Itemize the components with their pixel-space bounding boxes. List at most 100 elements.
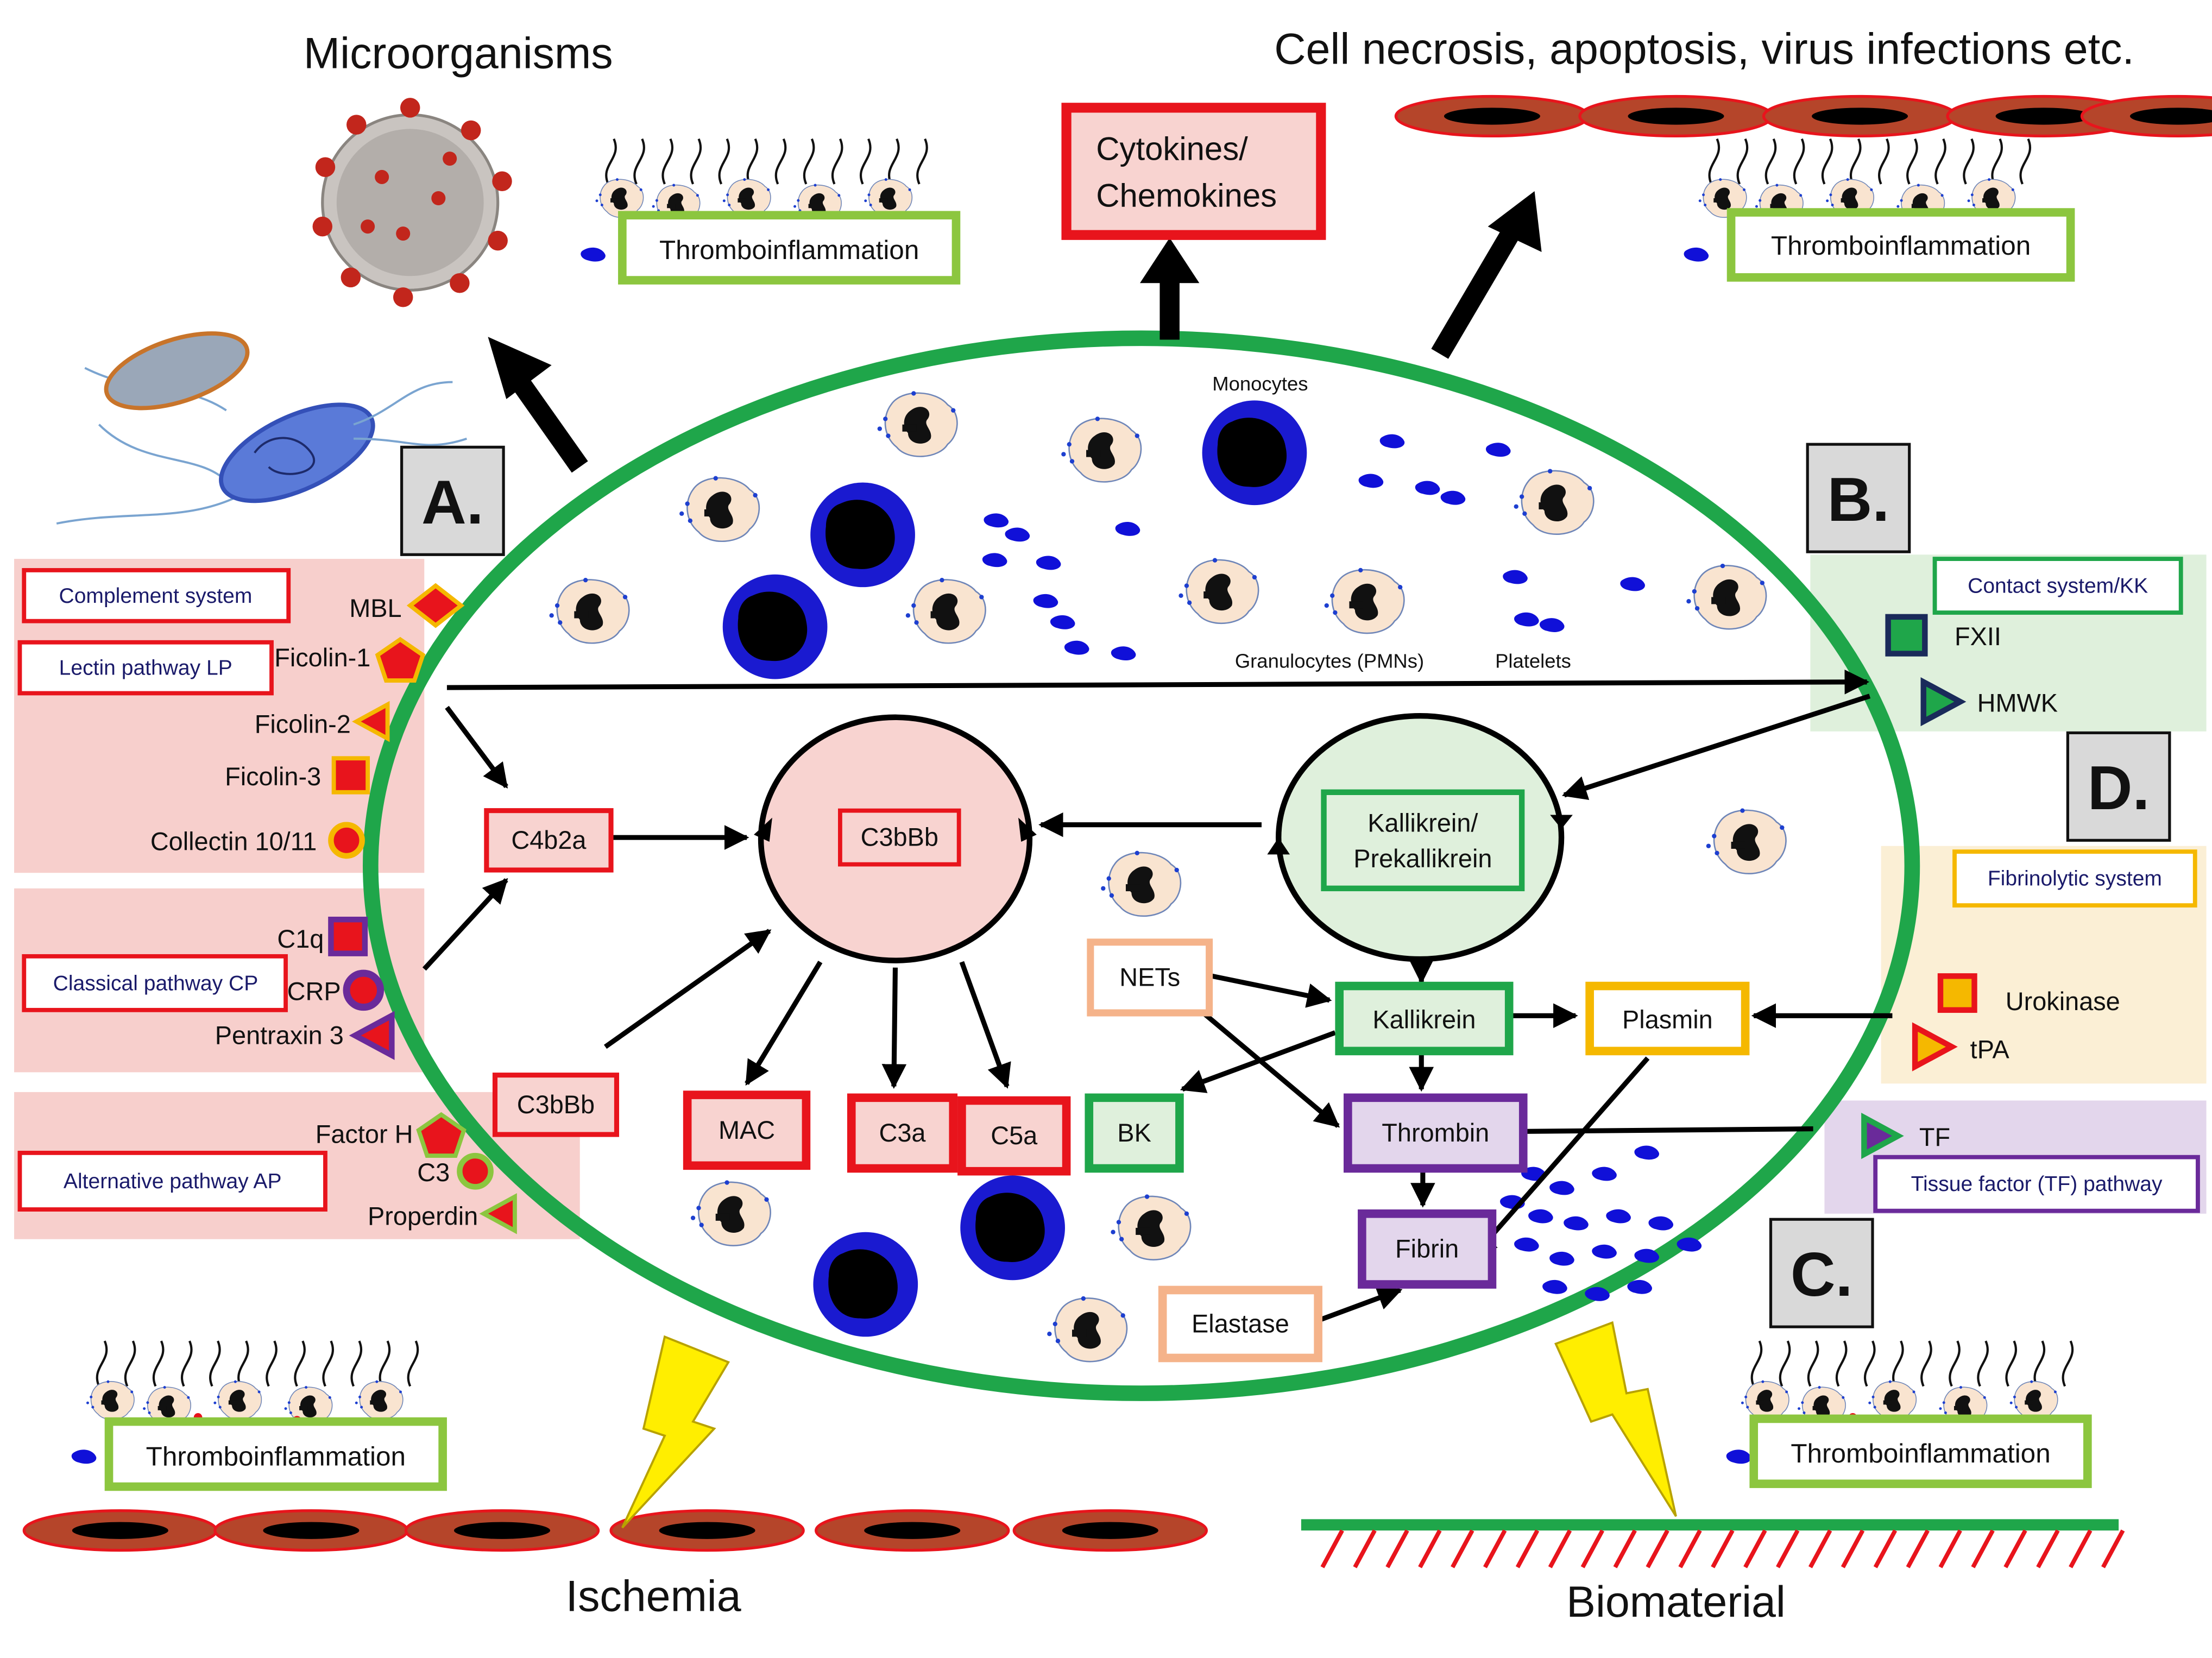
svg-text:Thrombin: Thrombin	[1382, 1119, 1489, 1147]
svg-text:Thromboinflammation: Thromboinflammation	[1791, 1439, 2050, 1468]
panel-letter-c: C.	[1769, 1218, 1874, 1328]
arrow-to-microorganisms	[503, 365, 588, 473]
svg-text:Thromboinflammation: Thromboinflammation	[1771, 231, 2031, 261]
lectin-item-mbl: MBL	[349, 594, 401, 622]
square-icon	[331, 756, 370, 795]
cell-population	[549, 390, 1787, 1363]
classical-item-pentraxin: Pentraxin 3	[215, 1021, 344, 1049]
svg-text:Thromboinflammation: Thromboinflammation	[146, 1441, 406, 1471]
node-c3a: C3a	[847, 1093, 958, 1173]
thromboinflammation-box: Thromboinflammation	[618, 211, 961, 285]
node-c3bbb-center: C3bBb	[838, 808, 961, 867]
svg-text:MAC: MAC	[719, 1116, 775, 1144]
virus-image	[312, 98, 512, 307]
node-c5a: C5a	[957, 1096, 1071, 1176]
lectin-pathway-title: Lectin pathway LP	[17, 640, 274, 696]
circle-arrowhead-icon	[1550, 815, 1573, 829]
circle-icon	[328, 822, 365, 859]
svg-text:Thromboinflammation: Thromboinflammation	[659, 235, 919, 265]
lightning-bolt-icon	[1554, 1321, 1677, 1517]
svg-text:Fibrinolytic system: Fibrinolytic system	[1988, 867, 2162, 891]
thromboinflammation-box: Thromboinflammation	[1749, 1414, 2092, 1489]
square-icon	[328, 916, 368, 956]
circle-arrowhead-icon	[1267, 837, 1290, 855]
thromboinflammation-box: Thromboinflammation	[104, 1417, 447, 1491]
cytokines-box: Cytokines/ Chemokines	[1061, 103, 1326, 240]
tissue-factor-title: Tissue factor (TF) pathway	[1873, 1155, 2200, 1213]
alternative-item-factor-h: Factor H	[316, 1120, 413, 1149]
svg-text:Contact system/KK: Contact system/KK	[1968, 575, 2148, 598]
thromboinflammation-box: Thromboinflammation	[1726, 208, 2075, 282]
triangle-icon	[352, 701, 390, 742]
pentagon-icon	[416, 1112, 467, 1158]
svg-text:C4b2a: C4b2a	[511, 826, 587, 854]
svg-text:Elastase: Elastase	[1192, 1310, 1289, 1338]
heading-ischemia: Ischemia	[566, 1572, 741, 1621]
panel-letter-b: B.	[1806, 443, 1911, 553]
svg-text:C3bBb: C3bBb	[861, 823, 938, 852]
blood-compartment-ellipse	[362, 330, 1920, 1401]
node-mac: MAC	[683, 1090, 811, 1170]
heading-biomaterial: Biomaterial	[1566, 1578, 1786, 1627]
node-c3bbb-lower: C3bBb	[492, 1073, 619, 1137]
label-granulocytes: Granulocytes (PMNs)	[1235, 650, 1424, 672]
fibrinolytic-item-urokinase: Urokinase	[2006, 987, 2120, 1016]
node-plasmin: Plasmin	[1585, 981, 1750, 1056]
biomaterial-surface	[1301, 1519, 2125, 1568]
classical-pathway-title: Classical pathway CP	[22, 954, 288, 1012]
tissue-factor-item-tf: TF	[1919, 1123, 1950, 1151]
svg-text:D.: D.	[2088, 753, 2150, 823]
circle-arrowhead-icon	[754, 817, 772, 842]
lightning-bolt-icon	[621, 1335, 730, 1529]
bacteria-image	[56, 331, 468, 525]
heading-cell-death: Cell necrosis, apoptosis, virus infectio…	[1274, 25, 2134, 74]
svg-text:Cytokines/: Cytokines/	[1096, 131, 1248, 167]
svg-text:Plasmin: Plasmin	[1622, 1006, 1713, 1034]
svg-text:C3a: C3a	[879, 1119, 927, 1147]
node-bk: BK	[1085, 1093, 1184, 1173]
endothelium-top-right	[1396, 97, 2212, 136]
label-platelets: Platelets	[1495, 650, 1571, 672]
diamond-icon	[406, 583, 465, 628]
svg-text:B.: B.	[1827, 465, 1890, 534]
svg-text:Chemokines: Chemokines	[1096, 178, 1277, 214]
arrowhead-icon	[1140, 237, 1200, 283]
heading-microorganisms: Microorganisms	[304, 29, 613, 78]
triangle-icon	[1920, 677, 1967, 727]
svg-text:A.: A.	[421, 468, 484, 537]
svg-text:BK: BK	[1117, 1119, 1151, 1147]
circle-arrowhead-icon	[1018, 817, 1037, 842]
svg-text:Kallikrein/: Kallikrein/	[1367, 809, 1478, 837]
svg-text:Classical pathway CP: Classical pathway CP	[53, 972, 259, 995]
classical-item-c1q: C1q	[277, 925, 324, 953]
classical-item-crp: CRP	[287, 978, 341, 1006]
lectin-item-ficolin-1: Ficolin-1	[274, 644, 370, 672]
svg-text:Tissue factor (TF) pathway: Tissue factor (TF) pathway	[1911, 1172, 2163, 1196]
label-monocytes: Monocytes	[1212, 373, 1308, 395]
svg-text:C.: C.	[1791, 1240, 1853, 1309]
node-kallikrein: Kallikrein	[1335, 981, 1514, 1056]
endothelium-ischemia	[24, 1511, 1206, 1550]
svg-text:Complement system: Complement system	[59, 584, 253, 608]
node-nets: NETs	[1087, 938, 1213, 1017]
fibrinolytic-system-title: Fibrinolytic system	[1952, 849, 2197, 908]
fibrinolytic-item-tpa: tPA	[1970, 1035, 2010, 1063]
svg-text:Fibrin: Fibrin	[1395, 1235, 1459, 1263]
lectin-item-collectin: Collectin 10/11	[150, 828, 317, 856]
svg-text:NETs: NETs	[1119, 963, 1180, 992]
svg-text:Prekallikrein: Prekallikrein	[1353, 844, 1492, 873]
arrow-to-cell-death	[1431, 228, 1520, 359]
pathway-arrows	[422, 670, 1893, 1325]
contact-item-hmwk: HMWK	[1977, 689, 2058, 717]
contact-item-fxii: FXII	[1955, 622, 2001, 651]
lectin-item-ficolin-2: Ficolin-2	[255, 710, 351, 738]
arrowhead-icon	[488, 337, 552, 399]
alternative-pathway-title: Alternative pathway AP	[17, 1150, 327, 1212]
node-elastase: Elastase	[1158, 1285, 1322, 1363]
node-fibrin: Fibrin	[1358, 1209, 1497, 1289]
lectin-item-ficolin-3: Ficolin-3	[225, 762, 321, 791]
circle-icon	[457, 1152, 494, 1190]
node-c4b2a: C4b2a	[484, 808, 614, 873]
svg-text:Alternative pathway AP: Alternative pathway AP	[64, 1170, 282, 1193]
